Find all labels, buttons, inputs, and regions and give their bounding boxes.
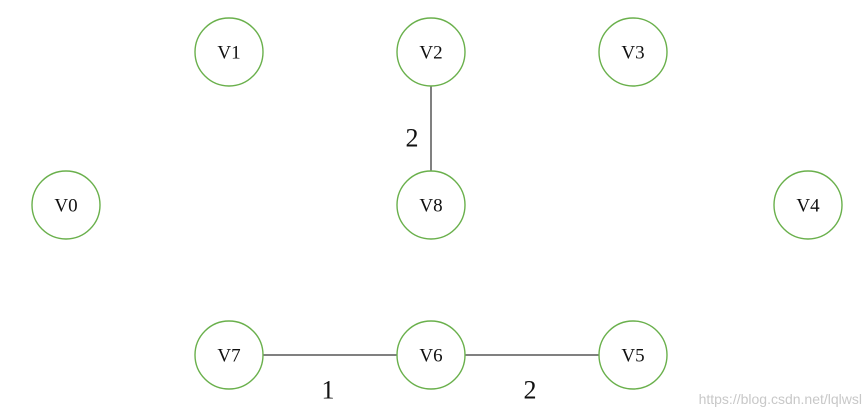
node-circle	[31, 170, 101, 240]
node-v7: V7	[194, 320, 264, 390]
edge-weights-layer: 2 1 2	[322, 124, 537, 405]
watermark-text: https://blog.csdn.net/lqlwsl	[699, 391, 862, 407]
node-circle	[396, 170, 466, 240]
node-v0: V0	[31, 170, 101, 240]
node-circle	[194, 17, 264, 87]
node-label: V7	[217, 346, 240, 367]
node-label: V2	[419, 43, 442, 64]
node-label: V1	[217, 43, 240, 64]
node-circle	[598, 17, 668, 87]
node-circle	[396, 17, 466, 87]
node-v8: V8	[396, 170, 466, 240]
node-v1: V1	[194, 17, 264, 87]
node-circle	[598, 320, 668, 390]
node-label: V4	[796, 196, 820, 217]
node-label: V8	[419, 196, 442, 217]
node-label: V3	[621, 43, 644, 64]
node-v3: V3	[598, 17, 668, 87]
node-label: V0	[54, 196, 77, 217]
node-v2: V2	[396, 17, 466, 87]
edge-weight-v6-v5: 2	[524, 376, 537, 405]
node-circle	[396, 320, 466, 390]
edges-layer	[263, 86, 599, 356]
node-label: V5	[621, 346, 644, 367]
node-v6: V6	[396, 320, 466, 390]
edge-weight-v7-v6: 1	[322, 376, 335, 405]
node-circle	[773, 170, 843, 240]
node-v4: V4	[773, 170, 843, 240]
node-circle	[194, 320, 264, 390]
edge-weight-v2-v8: 2	[406, 124, 419, 153]
node-label: V6	[419, 346, 442, 367]
node-v5: V5	[598, 320, 668, 390]
